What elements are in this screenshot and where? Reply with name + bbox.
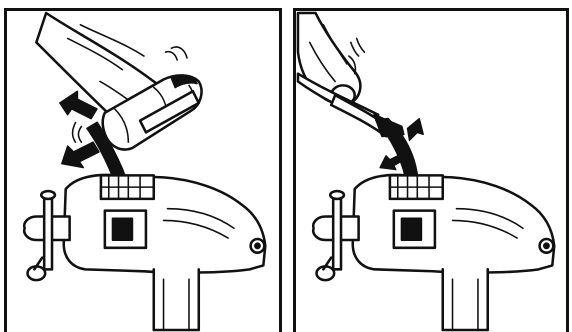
- bench-vise: [313, 175, 554, 330]
- illustration-panel-hammer: [4, 8, 282, 332]
- hammer-vise-drawing: [7, 11, 279, 332]
- arrow-up-right-icon: [408, 119, 424, 141]
- motion-lines: [166, 47, 188, 60]
- arrow-down-left-icon: [62, 142, 99, 167]
- motion-lines: [351, 38, 365, 56]
- pliers-vise-drawing: [296, 11, 566, 332]
- arrow-down-left-icon: [380, 154, 403, 170]
- illustration-panel-pliers: [293, 8, 569, 332]
- bench-vise: [24, 175, 265, 330]
